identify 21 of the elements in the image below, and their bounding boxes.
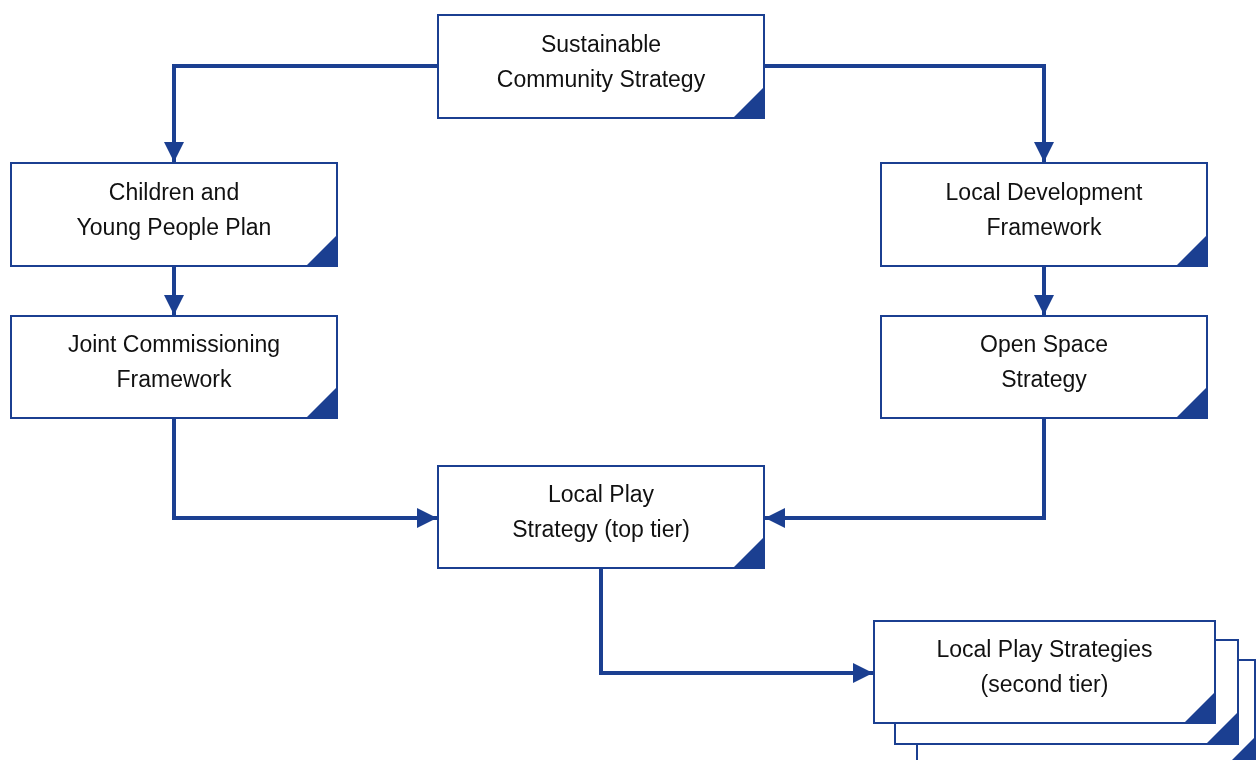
document-box	[437, 14, 765, 119]
node-label: Joint Commissioning Framework	[66, 330, 282, 394]
node-label: Local Play Strategy (top tier)	[511, 480, 691, 544]
document-box	[880, 162, 1208, 267]
node-label: Local Development Framework	[944, 177, 1144, 242]
arrow	[1034, 267, 1054, 315]
document-box	[10, 162, 338, 267]
document-box	[880, 315, 1208, 419]
arrow	[765, 419, 1046, 528]
arrow	[765, 64, 1054, 162]
arrow	[164, 267, 184, 315]
node-label: Local Play Strategies (second tier)	[935, 635, 1154, 699]
arrow	[172, 419, 437, 528]
document-box	[873, 620, 1216, 724]
arrow	[599, 569, 873, 683]
arrow	[164, 64, 437, 162]
node-label: Sustainable Community Strategy	[495, 29, 707, 94]
node-label: Open Space Strategy	[979, 330, 1109, 394]
document-box	[437, 465, 765, 569]
node-label: Children and Young People Plan	[75, 177, 273, 242]
document-box	[10, 315, 338, 419]
